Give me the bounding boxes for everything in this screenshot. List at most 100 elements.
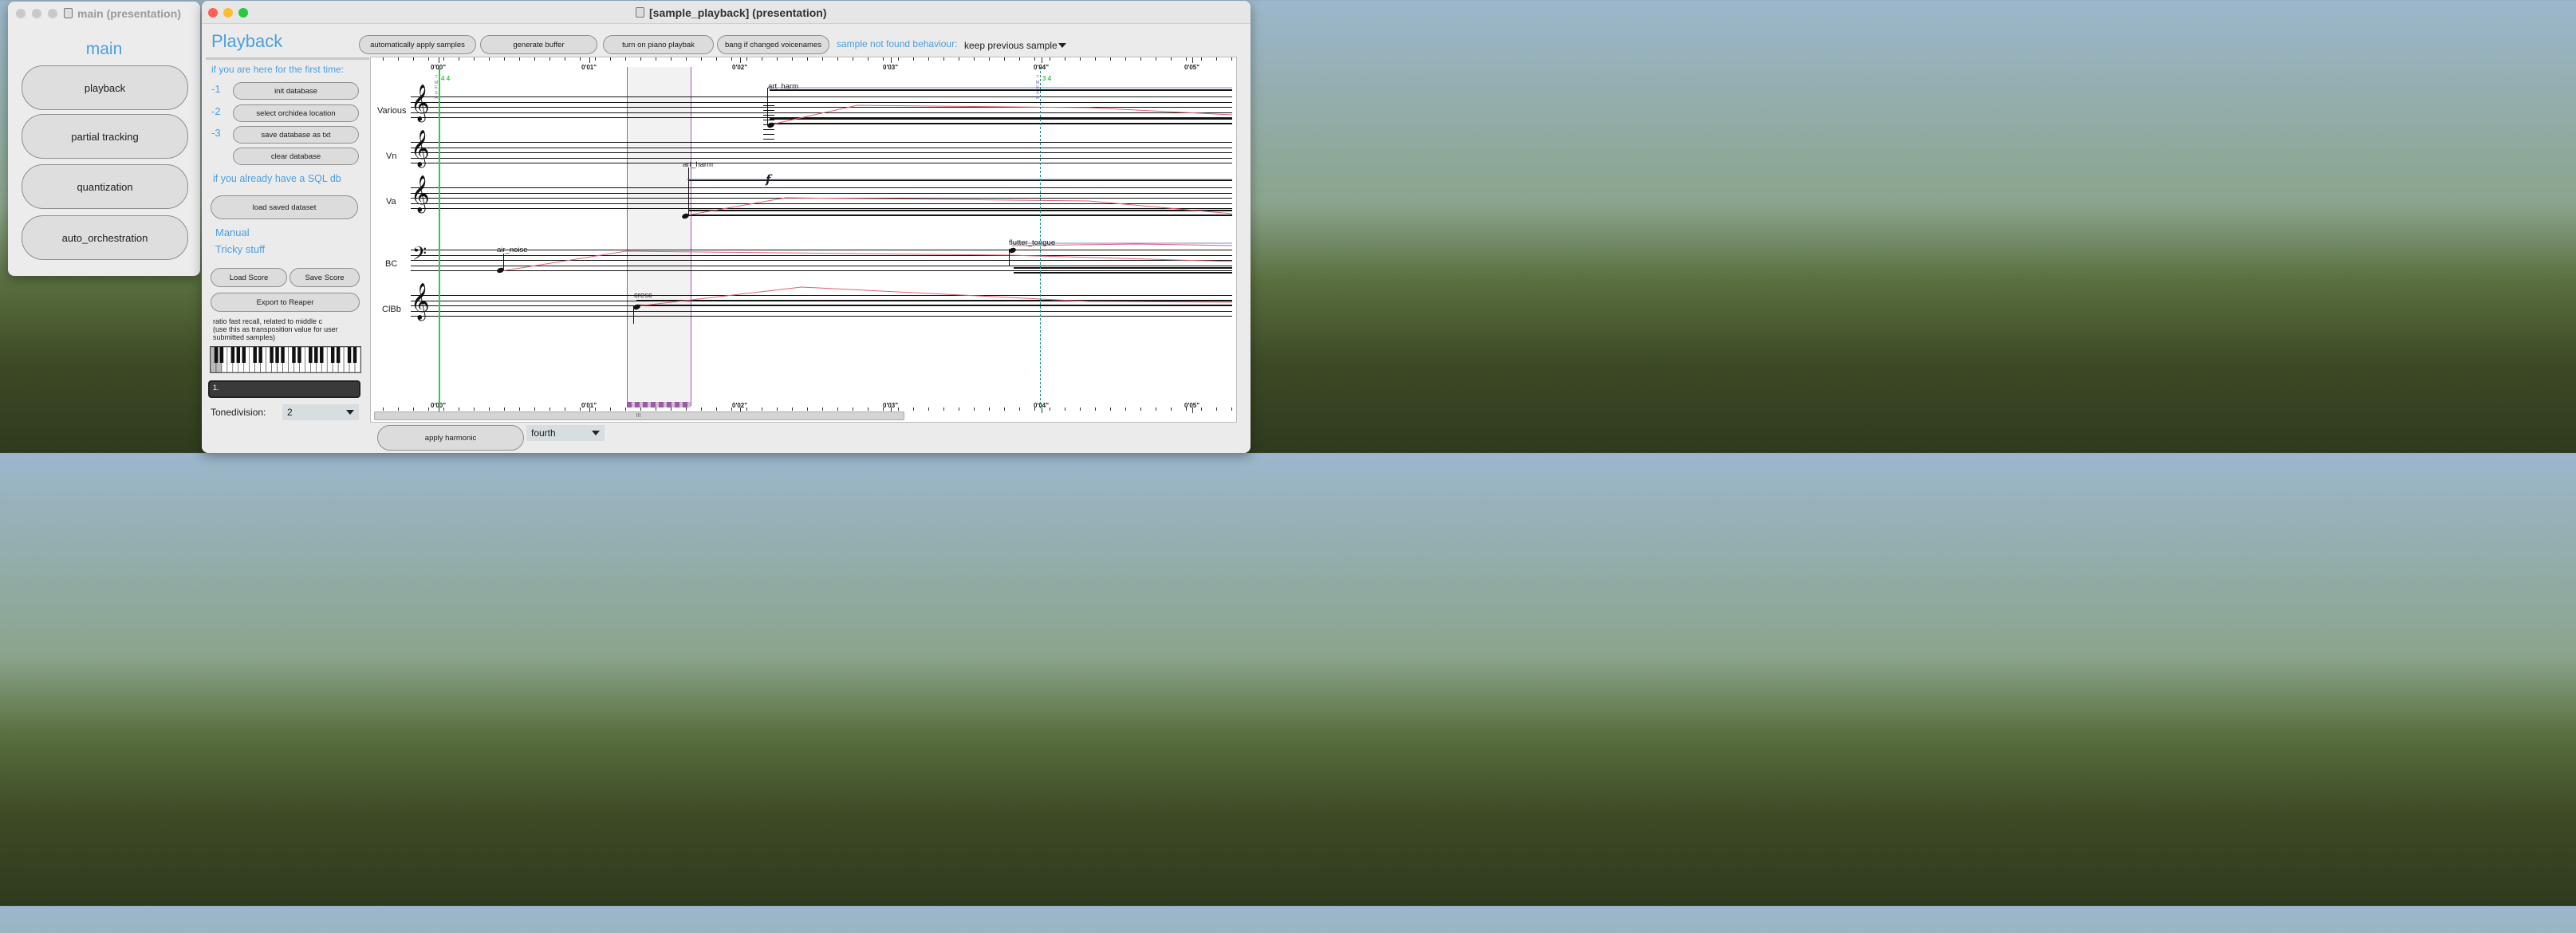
ruler-tick: [443, 57, 444, 61]
piano-black-key[interactable]: [270, 347, 274, 363]
piano-black-key[interactable]: [236, 347, 241, 363]
ruler-tick: [580, 57, 581, 61]
time-ruler-top[interactable]: 0'00"0'01"0'02"0'03"0'04"0'05": [371, 57, 1236, 72]
piano-black-key[interactable]: [314, 347, 318, 363]
tricky-stuff-link[interactable]: Tricky stuff: [215, 243, 266, 255]
ruler-tick: [1231, 57, 1232, 61]
score-editor[interactable]: 0'00"0'01"0'02"0'03"0'04"0'05" 0'00"0'01…: [370, 57, 1237, 423]
export-reaper-button[interactable]: Export to Reaper: [211, 293, 360, 312]
piano-black-key[interactable]: [336, 347, 341, 363]
zoom-button[interactable]: [238, 8, 248, 18]
piano-black-key[interactable]: [242, 347, 246, 363]
manual-link[interactable]: Manual: [215, 226, 250, 238]
ruler-tick: [1186, 407, 1187, 411]
main-window-title-text: main (presentation): [77, 7, 181, 20]
zoom-button-inactive[interactable]: [48, 9, 57, 18]
piano-black-key[interactable]: [219, 347, 224, 363]
auto-apply-samples-button[interactable]: automatically apply samples: [359, 35, 476, 54]
voice-line: [770, 118, 1232, 120]
annotation-flutter-tongue: flutter_tongue: [1009, 238, 1056, 247]
minimize-button[interactable]: [223, 8, 233, 18]
piano-black-key[interactable]: [292, 347, 296, 363]
marker-letter: T: [1036, 75, 1039, 80]
interval-dropdown[interactable]: fourth: [526, 425, 605, 441]
piano-black-key[interactable]: [230, 347, 235, 363]
loop-region-bar[interactable]: [627, 402, 691, 407]
quantization-button[interactable]: quantization: [22, 164, 188, 209]
apply-harmonic-button[interactable]: apply harmonic: [377, 425, 524, 451]
step-2-number: -2: [211, 105, 221, 117]
tonedivision-label: Tonedivision:: [211, 407, 266, 418]
staff-line: [411, 203, 1232, 204]
voice-line: [636, 305, 1232, 306]
ruler-tick: [943, 407, 944, 411]
ruler-tick: [913, 57, 914, 61]
staff-line: [411, 187, 1232, 188]
piano-playback-button[interactable]: turn on piano playbak: [603, 35, 714, 54]
minimize-button-inactive[interactable]: [32, 9, 41, 18]
save-database-txt-button[interactable]: save database as txt: [233, 126, 359, 144]
load-score-button[interactable]: Load Score: [211, 268, 287, 287]
partial-tracking-button[interactable]: partial tracking: [22, 114, 188, 159]
tonedivision-dropdown[interactable]: 2: [282, 404, 359, 420]
marker-letter: M: [1035, 80, 1040, 85]
ruler-tick: [777, 57, 778, 61]
piano-black-key[interactable]: [297, 347, 301, 363]
load-saved-dataset-button[interactable]: load saved dataset: [211, 195, 358, 219]
loop-region[interactable]: [627, 67, 691, 406]
voice-line: [688, 215, 1232, 216]
main-window-title: main (presentation): [64, 7, 181, 20]
ruler-tick: [1004, 57, 1005, 61]
clear-database-button[interactable]: clear database: [233, 148, 359, 165]
ruler-tick: [1201, 407, 1202, 411]
select-orchidea-button[interactable]: select orchidea location: [233, 104, 359, 122]
piano-black-key[interactable]: [214, 347, 219, 363]
playback-button[interactable]: playback: [22, 65, 188, 110]
piano-black-key[interactable]: [253, 347, 257, 363]
generate-buffer-button[interactable]: generate buffer: [480, 35, 597, 54]
piano-black-key[interactable]: [309, 347, 313, 363]
piano-black-key[interactable]: [275, 347, 279, 363]
bang-voicenames-button[interactable]: bang if changed voicenames: [717, 35, 829, 54]
piano-black-key[interactable]: [258, 347, 262, 363]
ruler-tick: [883, 57, 884, 61]
ratio-note: ratio fast recall, related to middle c (…: [213, 317, 338, 341]
close-button[interactable]: [208, 8, 218, 18]
ruler-tick: [686, 407, 687, 411]
playback-window-title: [sample_playback] (presentation): [636, 6, 827, 19]
ruler-tick: [974, 407, 975, 411]
time-ruler-bottom[interactable]: 0'00"0'01"0'02"0'03"0'04"0'05": [371, 402, 1236, 413]
start-marker-line[interactable]: [439, 67, 440, 408]
document-icon: [636, 7, 644, 18]
voice-line: [770, 89, 1232, 91]
staff-label-va: Va: [386, 197, 396, 207]
bar-marker-line[interactable]: [1040, 67, 1042, 408]
piano-black-key[interactable]: [330, 347, 335, 363]
ruler-tick: [1095, 407, 1096, 411]
sample-not-found-dropdown[interactable]: keep previous sample: [959, 37, 1071, 53]
automation-curves: [500, 87, 1233, 307]
marker-letter: E: [1036, 85, 1039, 90]
piano-black-key[interactable]: [347, 347, 352, 363]
main-window: main (presentation) main playback partia…: [8, 2, 200, 276]
piano-black-key[interactable]: [281, 347, 285, 363]
piano-black-key[interactable]: [320, 347, 324, 363]
ruler-time-label: 0'02": [732, 64, 748, 71]
ruler-tick: [701, 407, 702, 411]
ruler-tick: [671, 407, 672, 411]
ruler-tick: [1216, 407, 1217, 411]
playback-window: [sample_playback] (presentation) Playbac…: [202, 1, 1251, 453]
piano-keyboard[interactable]: [210, 346, 361, 373]
auto-orchestration-button[interactable]: auto_orchestration: [22, 215, 188, 260]
piano-keys[interactable]: [210, 346, 361, 373]
annotation-cresc: cresc: [634, 291, 652, 300]
score-scrollbar[interactable]: [374, 411, 904, 420]
close-button-inactive[interactable]: [16, 9, 26, 18]
ratio-number-box[interactable]: 1.: [208, 380, 360, 398]
piano-black-key[interactable]: [353, 347, 357, 363]
save-score-button[interactable]: Save Score: [290, 268, 360, 287]
ruler-tick: [716, 407, 717, 411]
ruler-tick: [731, 57, 732, 61]
marker-letter: A: [1036, 96, 1039, 100]
init-database-button[interactable]: init database: [233, 82, 359, 100]
